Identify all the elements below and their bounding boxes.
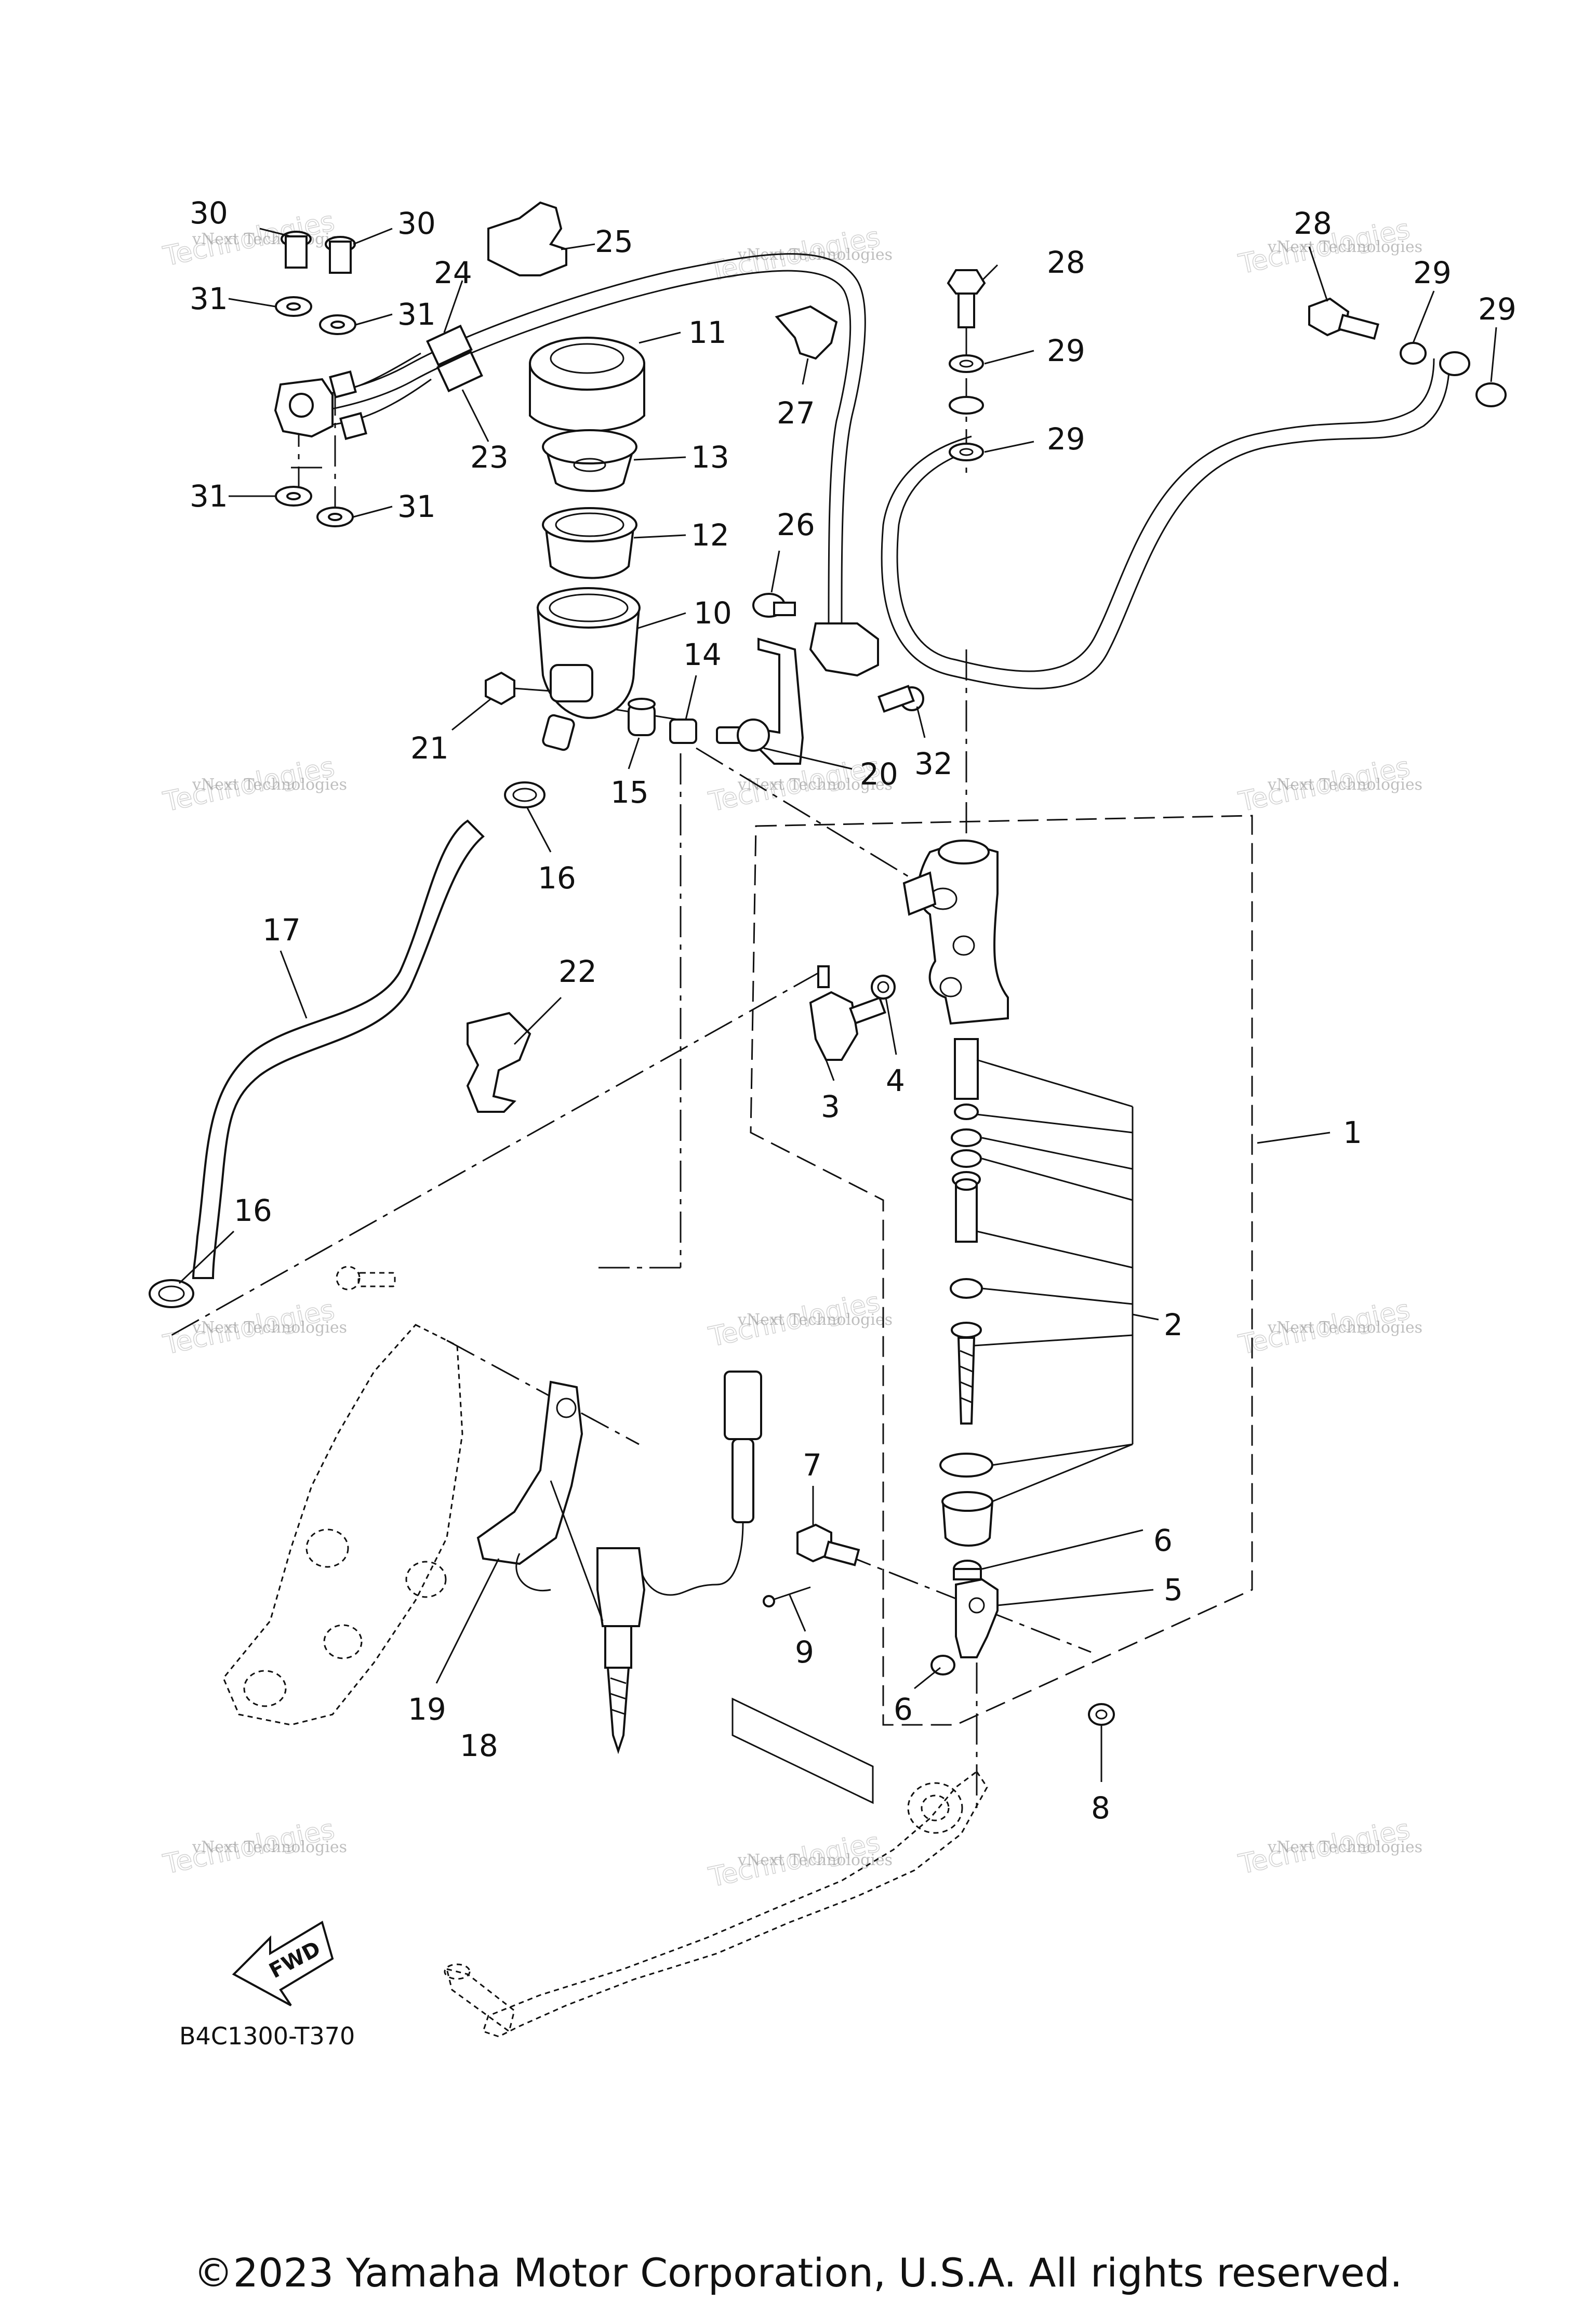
master-cylinder	[902, 840, 1009, 1025]
brake-pedal	[444, 1697, 988, 2038]
callout-30-left: 30	[190, 195, 228, 231]
callout-6-lower: 6	[894, 1692, 913, 1727]
watermark-text: vNext Technologies	[737, 1851, 893, 1869]
diagram-code: B4C1300-T370	[179, 2022, 355, 2050]
watermark-low-center: Technologies vNext Technologies	[706, 1286, 893, 1353]
callout-12: 12	[691, 517, 729, 553]
callout-32: 32	[914, 746, 953, 781]
washer-8	[1088, 1703, 1115, 1726]
callout-28-center: 28	[1047, 245, 1085, 280]
brake-switch-18	[596, 1371, 762, 1754]
watermark-low-left: Technologies vNext Technologies	[160, 1294, 347, 1361]
fitting-3-4	[809, 965, 896, 1061]
callout-20: 20	[860, 756, 898, 792]
callout-28-right: 28	[1294, 206, 1332, 241]
watermark-mid-right: Technologies vNext Technologies	[1235, 751, 1422, 818]
callout-27: 27	[777, 395, 815, 431]
pin-7	[796, 1523, 860, 1566]
leader-lines	[178, 228, 1497, 1782]
clamp-22	[466, 1012, 531, 1113]
watermark-text: vNext Technologies	[1267, 776, 1422, 794]
callout-29-center-lower: 29	[1047, 421, 1085, 457]
callout-7: 7	[803, 1447, 822, 1483]
callout-17: 17	[262, 912, 301, 948]
watermark-text: vNext Technologies	[1267, 1838, 1422, 1856]
watermark-text: vNext Technologies	[192, 776, 347, 794]
callout-29-center-upper: 29	[1047, 333, 1085, 368]
callout-31-b: 31	[397, 297, 436, 332]
callout-4: 4	[886, 1063, 905, 1098]
clip-16-lower	[149, 1279, 194, 1308]
callout-19: 19	[408, 1692, 446, 1727]
watermark-mid-left: Technologies vNext Technologies	[160, 751, 347, 818]
callout-30-right: 30	[397, 206, 436, 241]
callout-8: 8	[1091, 1790, 1110, 1826]
callout-26: 26	[777, 507, 815, 542]
callout-2: 2	[1164, 1307, 1183, 1342]
callout-31-d: 31	[397, 489, 436, 524]
nut-21	[485, 671, 551, 706]
watermark-bottom-left: Technologies vNext Technologies	[160, 1813, 347, 1881]
callout-18: 18	[460, 1728, 498, 1763]
bracket-plate	[476, 1380, 583, 1591]
collar-14	[669, 719, 697, 744]
watermark-text: vNext Technologies	[192, 230, 347, 248]
clip-27	[775, 305, 838, 360]
watermark-text: vNext Technologies	[737, 1311, 893, 1329]
callout-23: 23	[470, 440, 509, 475]
callout-5: 5	[1164, 1572, 1183, 1607]
assembly-boundary	[750, 815, 1253, 1726]
watermark-text: vNext Technologies	[1267, 1319, 1422, 1337]
hose-joint-26	[752, 593, 924, 713]
callout-24: 24	[434, 255, 472, 290]
bolt-footrest	[336, 1266, 396, 1291]
clip-16-upper	[504, 781, 546, 808]
fwd-arrow-icon: FWD	[232, 1920, 334, 2006]
cotter-pin-9	[763, 1586, 811, 1607]
grommet-15	[628, 698, 656, 736]
callout-11: 11	[688, 315, 727, 350]
clevis-5	[930, 1578, 999, 1675]
banjo-fitting-upper	[274, 231, 483, 527]
callout-3: 3	[821, 1089, 840, 1124]
callout-25: 25	[595, 224, 633, 259]
callout-31-c: 31	[190, 478, 228, 514]
piston-kit-2	[939, 1038, 994, 1580]
callout-29-right-a: 29	[1413, 255, 1452, 290]
bracket-20	[716, 637, 804, 765]
watermark-text: vNext Technologies	[737, 776, 893, 794]
union-bolt-right	[1308, 297, 1507, 407]
callout-1: 1	[1343, 1115, 1362, 1150]
callout-16-lower: 16	[234, 1193, 272, 1228]
callouts: 1 2 3 4 5 6 6 7 8 9 10 11 12 13 14 15 16…	[190, 195, 1517, 1826]
callout-31-a: 31	[190, 281, 228, 316]
callout-13: 13	[691, 440, 729, 475]
hoses	[192, 253, 1451, 1279]
callout-10: 10	[694, 595, 732, 631]
callout-9: 9	[795, 1634, 814, 1670]
callout-29-right-b: 29	[1478, 291, 1517, 327]
center-lines	[171, 327, 1092, 1808]
callout-16-upper: 16	[538, 860, 576, 896]
clip-25	[487, 201, 567, 276]
union-bolt-center	[947, 269, 986, 461]
callout-21: 21	[410, 730, 449, 766]
copyright-notice: ©2023 Yamaha Motor Corporation, U.S.A. A…	[193, 2250, 1403, 2296]
watermark-top-left: Technologies vNext Technologies	[160, 205, 347, 273]
reservoir-assembly	[529, 337, 645, 751]
watermark-text: vNext Technologies	[192, 1838, 347, 1856]
callout-15: 15	[610, 775, 649, 810]
footrest-bracket	[222, 1324, 463, 1726]
watermark-text: vNext Technologies	[192, 1319, 347, 1337]
watermark-text: vNext Technologies	[1267, 238, 1422, 256]
watermark-bottom-center: Technologies vNext Technologies	[706, 1826, 893, 1894]
callout-14: 14	[683, 637, 722, 672]
callout-6-upper: 6	[1153, 1523, 1173, 1558]
watermark-text: vNext Technologies	[737, 246, 893, 264]
watermark-bottom-right: Technologies vNext Technologies	[1235, 1813, 1422, 1881]
callout-22: 22	[558, 954, 597, 989]
watermark-low-right: Technologies vNext Technologies	[1235, 1294, 1422, 1361]
